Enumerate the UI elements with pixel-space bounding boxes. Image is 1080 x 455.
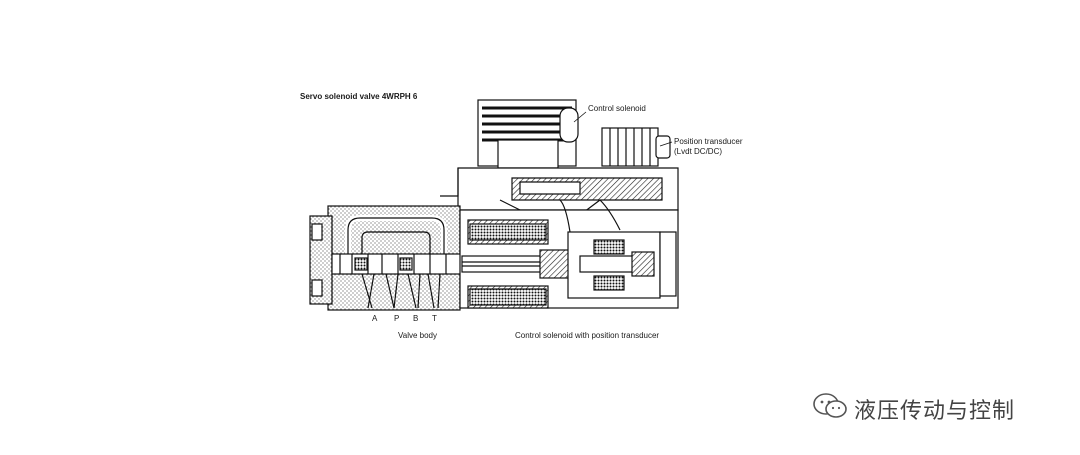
label-position-transducer: Position transducer [674, 137, 743, 146]
port-label-a: A [372, 314, 378, 323]
diagram-title: Servo solenoid valve 4WRPH 6 [300, 92, 418, 101]
watermark: 液压传动与控制 [812, 392, 1015, 425]
port-label-p: P [394, 314, 400, 323]
label-control-solenoid: Control solenoid [588, 104, 646, 113]
solenoid-connector [477, 99, 579, 169]
valve-body [309, 205, 463, 311]
port-label-b: B [413, 314, 419, 323]
label-valve-body: Valve body [398, 331, 437, 340]
transducer-connector [601, 127, 671, 167]
label-position-transducer-spec: (Lvdt DC/DC) [674, 147, 723, 156]
watermark-text: 液压传动与控制 [854, 397, 1016, 423]
port-label-t: T [432, 314, 437, 323]
wechat-icon [812, 392, 848, 425]
solenoid-housing [459, 199, 679, 309]
label-control-solenoid-with-transducer: Control solenoid with position transduce… [515, 331, 660, 340]
